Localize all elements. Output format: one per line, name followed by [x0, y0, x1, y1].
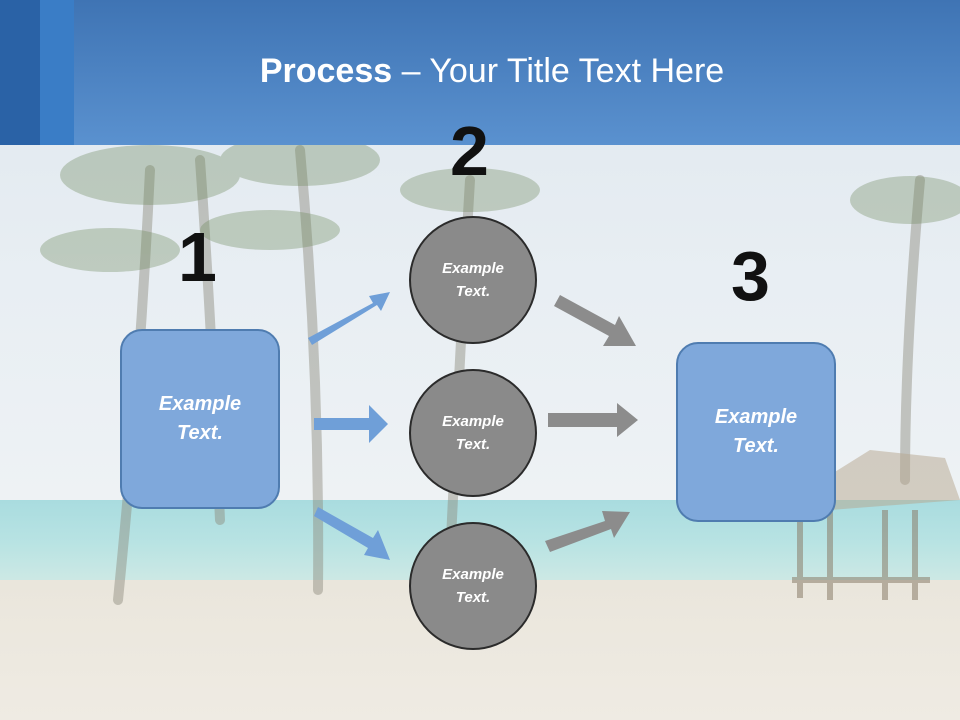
- left-step-box-text: Example Text.: [158, 393, 242, 444]
- title-bold: Process: [259, 52, 393, 90]
- slide-title: Process – Your Title Text Here: [0, 52, 960, 91]
- step-number-1: 1: [178, 218, 217, 296]
- right-step-box: Example Text.: [676, 342, 836, 522]
- circle-top-text: Example Text.: [442, 260, 504, 300]
- header-accent-bar-light: [40, 0, 74, 145]
- header-accent-bar-dark: [0, 0, 40, 145]
- title-rest: – Your Title Text Here: [392, 52, 725, 90]
- arrow-to-middle-circle: [314, 405, 388, 443]
- circle-middle: Example Text.: [409, 369, 537, 497]
- arrow-middle-to-right-box: [548, 403, 638, 437]
- circle-middle-text: Example Text.: [442, 413, 504, 453]
- arrow-top-to-right-box: [554, 295, 636, 346]
- left-step-box: Example Text.: [120, 329, 280, 509]
- step-number-3: 3: [731, 237, 770, 315]
- circle-bottom-text: Example Text.: [442, 566, 504, 606]
- arrow-to-bottom-circle: [314, 507, 390, 560]
- right-step-box-text: Example Text.: [714, 406, 798, 457]
- circle-bottom: Example Text.: [409, 522, 537, 650]
- arrow-to-top-circle: [308, 292, 390, 345]
- title-header-bar: Process – Your Title Text Here: [0, 0, 960, 145]
- step-number-2: 2: [450, 112, 489, 190]
- circle-top: Example Text.: [409, 216, 537, 344]
- arrow-bottom-to-right-box: [545, 511, 630, 552]
